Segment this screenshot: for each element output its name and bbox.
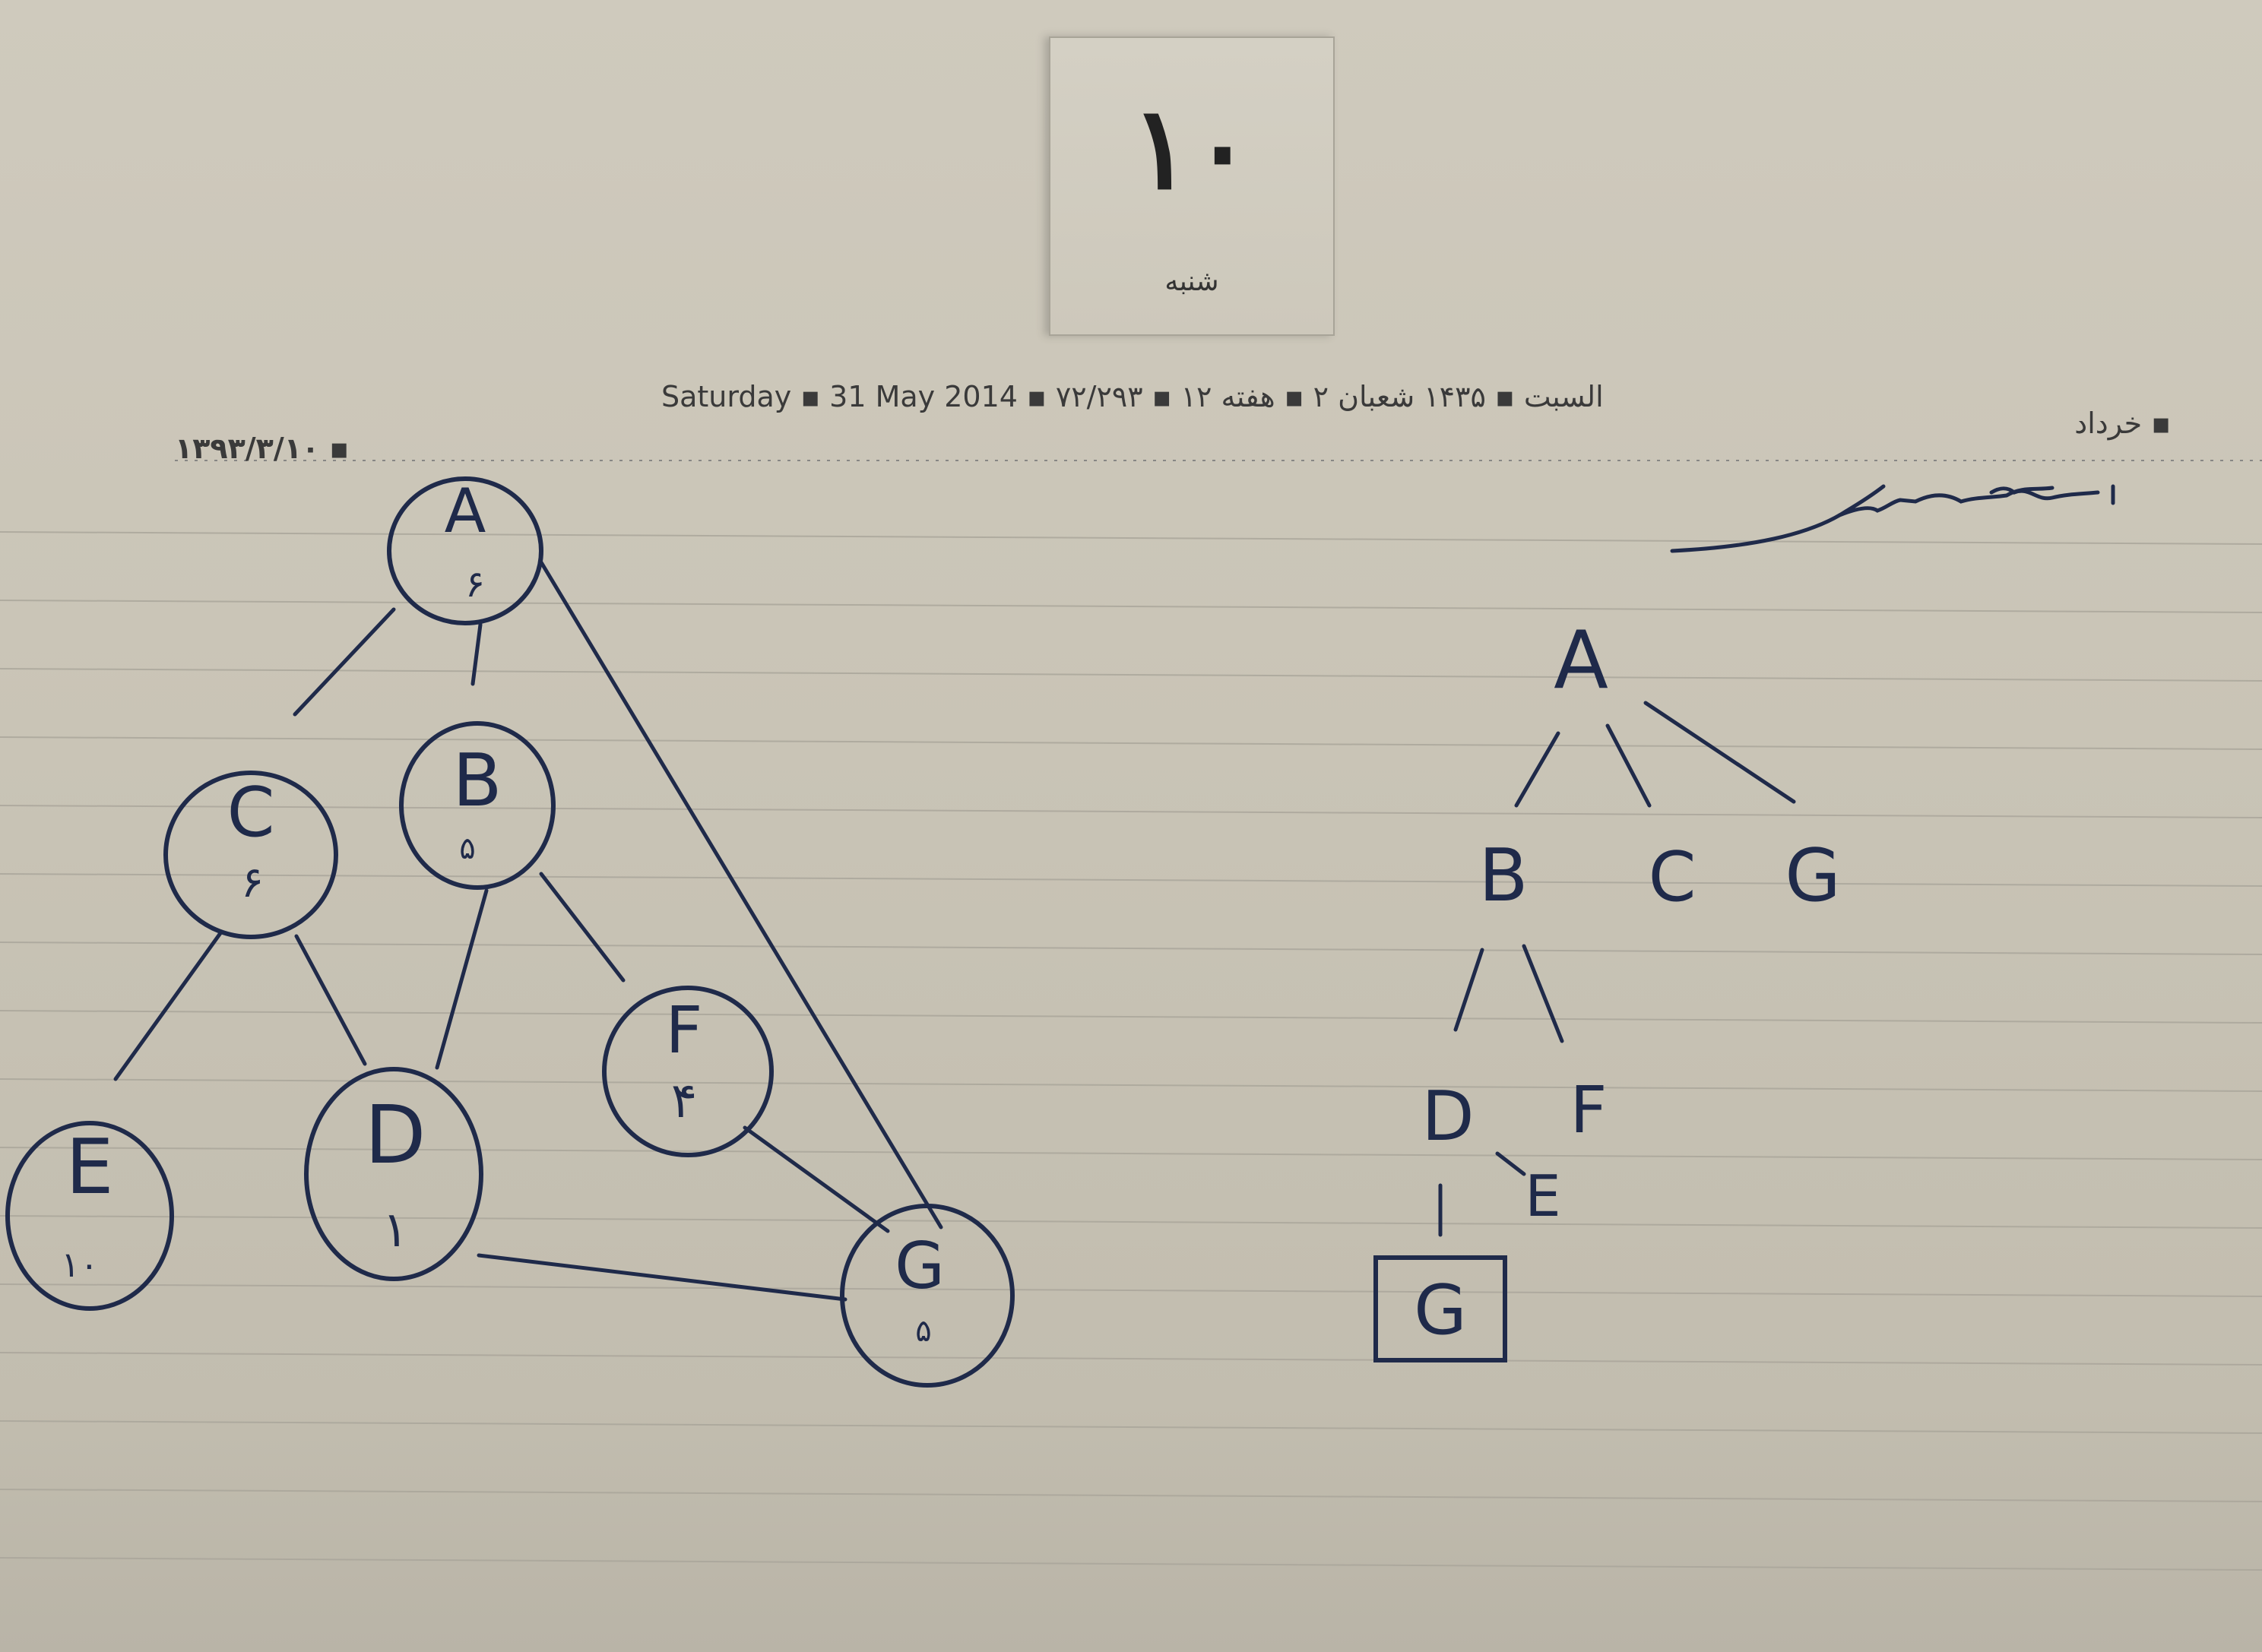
signature bbox=[1670, 484, 2115, 553]
edge-B-F bbox=[539, 872, 626, 983]
node-C-label: C bbox=[227, 773, 275, 853]
node-A-value: ۶ bbox=[465, 563, 485, 606]
tree-node-D: D bbox=[1421, 1077, 1474, 1157]
edge-A-G bbox=[539, 560, 943, 1230]
tree-node-C: C bbox=[1649, 837, 1696, 917]
node-E-label: E bbox=[65, 1122, 113, 1211]
tree-edge-A-C bbox=[1605, 723, 1652, 808]
date-box: ۱۰ شنبه bbox=[1049, 36, 1335, 336]
tree-edge-A-B bbox=[1514, 731, 1560, 808]
weekday-label: شنبه bbox=[1164, 266, 1219, 297]
node-C-value: ۶ bbox=[241, 858, 264, 907]
tree-edge-A-G bbox=[1643, 701, 1796, 804]
jalali-date: ▪ ۱۳۹۳/۳/۱۰ bbox=[175, 432, 350, 465]
tree-node-F: F bbox=[1570, 1073, 1608, 1148]
tree-edge-B-F bbox=[1522, 944, 1564, 1043]
node-F-value: ۴ bbox=[671, 1073, 697, 1129]
node-A-circle bbox=[387, 476, 543, 625]
node-E-value: ۱۰ bbox=[61, 1244, 98, 1285]
tree-node-E: E bbox=[1525, 1163, 1560, 1230]
day-number: ۱۰ bbox=[1130, 81, 1253, 215]
edge-C-D bbox=[294, 934, 367, 1066]
node-C-circle bbox=[163, 771, 338, 939]
tree-node-B: B bbox=[1478, 834, 1528, 918]
node-B-label: B bbox=[452, 739, 502, 823]
tree-node-G: G bbox=[1785, 834, 1841, 918]
node-B-value: ۵ bbox=[459, 831, 475, 866]
edge-A-C bbox=[293, 607, 396, 717]
goal-box bbox=[1373, 1255, 1507, 1362]
node-D-label: D bbox=[365, 1089, 426, 1182]
node-E-circle bbox=[5, 1121, 174, 1311]
node-D-value: ۱ bbox=[382, 1202, 408, 1258]
tree-node-A: A bbox=[1554, 614, 1608, 707]
tree-edge-D-E bbox=[1495, 1151, 1526, 1176]
node-G-circle bbox=[840, 1204, 1015, 1388]
edge-D-G bbox=[477, 1253, 847, 1302]
month-label: ▪ خرداد bbox=[2074, 407, 2171, 440]
edge-A-B bbox=[470, 622, 483, 686]
edge-B-D bbox=[435, 888, 489, 1070]
date-header-line: Saturday ▪ 31 May 2014 ▪ السبت ▪ ۱۴۳۵ شع… bbox=[661, 380, 1604, 413]
edge-F-G bbox=[743, 1125, 890, 1233]
node-G-label: G bbox=[895, 1229, 945, 1304]
node-A-label: A bbox=[445, 476, 486, 546]
edge-C-E bbox=[113, 931, 223, 1081]
node-B-circle bbox=[399, 721, 556, 890]
node-F-circle bbox=[602, 986, 774, 1157]
node-D-circle bbox=[304, 1067, 483, 1281]
tree-node-goal-G: G bbox=[1414, 1271, 1467, 1350]
node-G-value: ۵ bbox=[915, 1314, 931, 1349]
tree-edge-B-D bbox=[1453, 948, 1484, 1032]
node-F-label: F bbox=[666, 993, 703, 1068]
